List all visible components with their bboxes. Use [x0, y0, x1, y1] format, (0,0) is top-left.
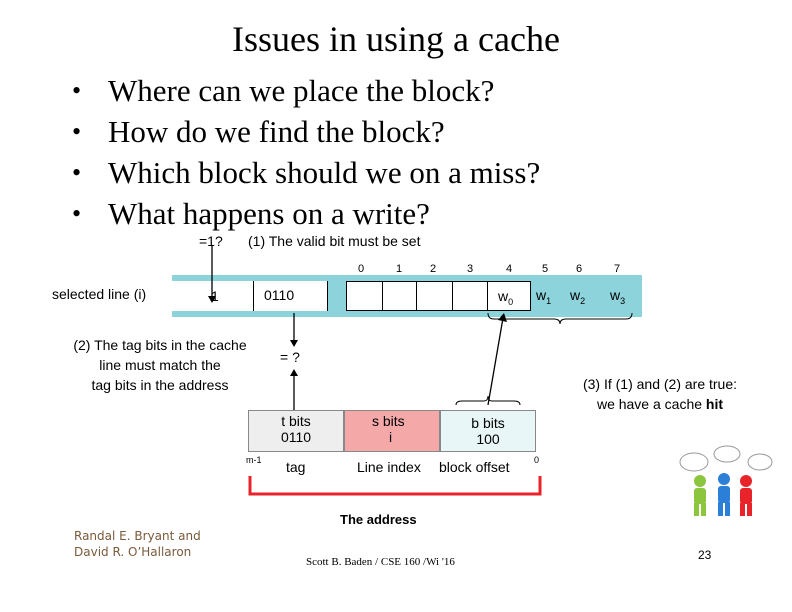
byte-index: 2	[430, 263, 437, 275]
address-tag-value: 0110	[280, 429, 312, 445]
word-label: w3	[610, 287, 626, 306]
valid-bit-note: (1) The valid bit must be set	[248, 233, 421, 249]
byte-index: 5	[542, 263, 549, 275]
block-offset-arrow	[487, 317, 504, 406]
cache-line: 1 0110 w0 w1 w2 w3	[172, 275, 642, 317]
block-offset-arrowhead	[498, 313, 507, 322]
people-figures-icon	[679, 445, 773, 516]
address-set-field: s bits i	[344, 410, 440, 452]
block-offset-caption: block offset	[439, 459, 510, 475]
valid-bit-query: =1?	[199, 233, 223, 249]
address-set-label: s bits	[372, 413, 405, 429]
tag-compare-arrowhead	[290, 340, 298, 347]
tag-cell: 0110	[254, 281, 328, 311]
cache-hit-note-line: (3) If (1) and (2) are true:	[582, 376, 738, 392]
page-number: 23	[698, 548, 712, 562]
author-credit: Randal E. Bryant and David R. O’Hallaron	[74, 528, 201, 560]
bullet-item: Which block should we on a miss?	[72, 152, 540, 193]
brace-block-bits	[455, 395, 521, 406]
byte-index: 4	[506, 263, 513, 275]
address-msb-index: m-1	[246, 455, 262, 465]
tag-caption: tag	[286, 459, 306, 475]
byte-cell	[416, 281, 453, 311]
bullet-item: Where can we place the block?	[72, 70, 540, 111]
address-tag-field: t bits 0110	[248, 410, 344, 452]
tag-match-note: (2) The tag bits in the cache line must …	[40, 335, 280, 395]
bullet-list: Where can we place the block? How do we …	[72, 70, 540, 234]
address-lsb-index: 0	[534, 455, 540, 465]
cache-hit-note: (3) If (1) and (2) are true: we have a c…	[556, 374, 764, 414]
address-caption: The address	[340, 512, 417, 527]
author-credit-line: David R. O’Hallaron	[74, 545, 192, 559]
author-credit-line: Randal E. Bryant and	[74, 529, 201, 543]
course-footer: Scott B. Baden / CSE 160 /Wi '16	[306, 556, 455, 568]
byte-index: 6	[576, 263, 583, 275]
address-offset-value: 100	[476, 431, 500, 447]
word-label: w0	[498, 288, 514, 307]
word-cell: w0	[487, 281, 531, 311]
tag-match-note-line: line must match the	[99, 357, 221, 373]
tag-value: 0110	[264, 287, 295, 303]
byte-cell	[382, 281, 417, 311]
word-label: w2	[570, 287, 586, 306]
address-offset-label: b bits	[471, 415, 505, 431]
bullet-item: What happens on a write?	[72, 193, 540, 234]
brace-word-block	[487, 312, 633, 325]
address-tag-label: t bits	[281, 413, 311, 429]
address-set-value: i	[389, 429, 393, 445]
tag-match-note-line: (2) The tag bits in the cache	[73, 337, 247, 353]
line-index-caption: Line index	[357, 459, 421, 475]
selected-line-label: selected line (i)	[52, 286, 147, 302]
bullet-item: How do we find the block?	[72, 111, 540, 152]
byte-index: 0	[358, 263, 365, 275]
address-bracket	[248, 476, 542, 496]
address-offset-field: b bits 100	[440, 410, 536, 452]
slide-title: Issues in using a cache	[232, 19, 560, 59]
cache-hit-note-line: we have a cache hit	[596, 396, 724, 412]
byte-index: 7	[614, 263, 621, 275]
valid-bit-arrowhead	[208, 296, 216, 303]
byte-index: 3	[467, 263, 474, 275]
tag-match-note-line: tag bits in the address	[91, 377, 229, 393]
address-tag-arrowhead	[290, 369, 298, 376]
word-label: w1	[536, 287, 552, 306]
byte-index: 1	[396, 263, 403, 275]
tag-equality-query: = ?	[280, 349, 300, 365]
